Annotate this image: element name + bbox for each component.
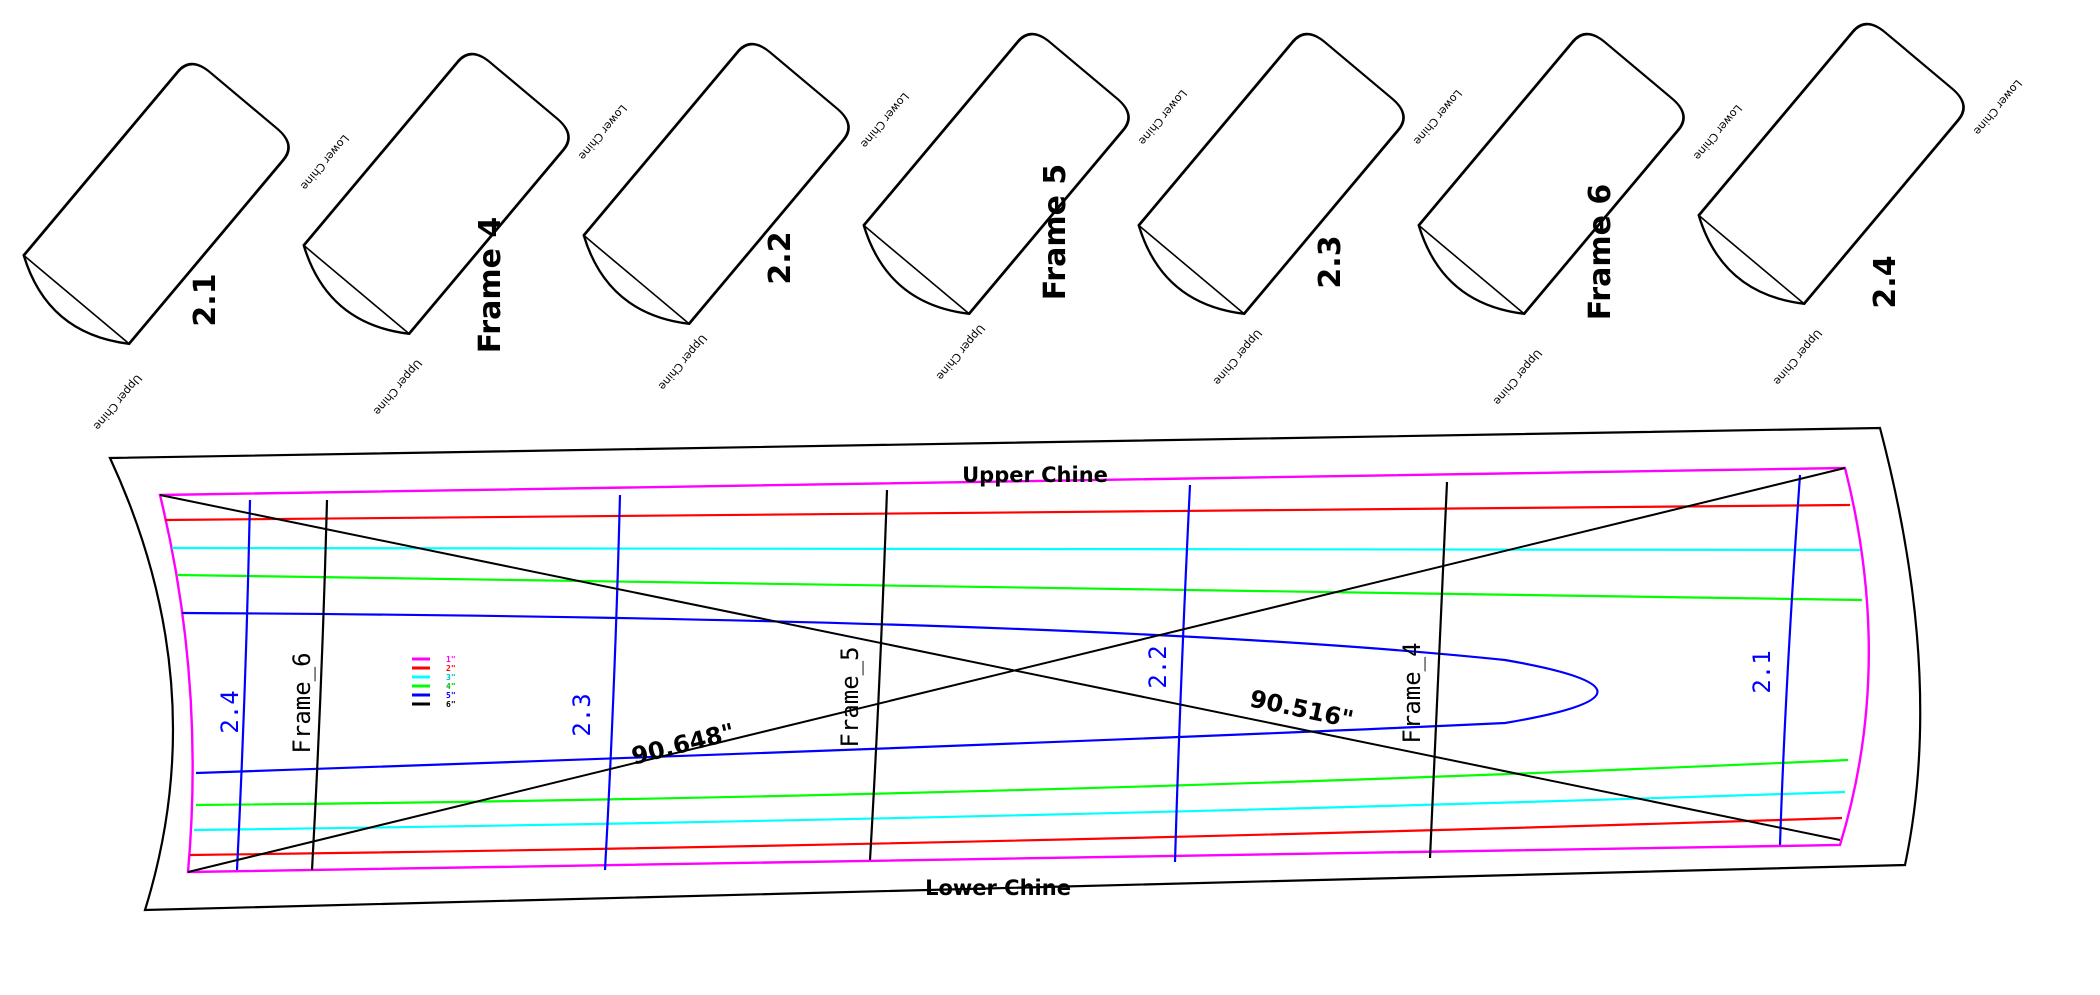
legend-label-2: 2" [446, 664, 456, 673]
upper-chine-label: Upper Chine [962, 463, 1108, 487]
frame-panel-7 [1683, 14, 1973, 323]
main-panel-inner-magenta [158, 466, 1870, 874]
panel-7-lower-chine: Lower Chine [1971, 77, 2025, 138]
legend-label-1: 1" [446, 655, 456, 664]
legend-label-6: 6" [446, 700, 456, 709]
panel-5-upper-chine: Upper Chine [1211, 327, 1265, 388]
panel-2-label: Frame 4 [473, 217, 508, 354]
station-label-2-1: 2.1 [1748, 650, 1776, 693]
panel-4-label: Frame 5 [1038, 164, 1073, 301]
panel-1-label: 2.1 [188, 273, 223, 326]
panel-6-lower-chine: Lower Chine [1691, 102, 1745, 163]
frame-panel-6 [1403, 24, 1693, 333]
panel-6-upper-chine: Upper Chine [1491, 347, 1545, 408]
offset-lines [164, 503, 1863, 857]
offset-legend: 1" 2" 3" 4" 5" 6" [412, 655, 456, 709]
legend-label-3: 3" [446, 673, 456, 682]
legend-label-5: 5" [446, 691, 456, 700]
lower-chine-label: Lower Chine [925, 876, 1071, 900]
frame-panel-4 [848, 24, 1138, 333]
panel-3-upper-chine: Upper Chine [656, 332, 710, 393]
station-label-2-4: 2.4 [216, 690, 244, 733]
station-label-frame-5: Frame_5 [836, 646, 864, 747]
panel-3-label: 2.2 [763, 231, 798, 284]
station-label-2-2: 2.2 [1144, 645, 1172, 688]
panel-2-upper-chine: Upper Chine [371, 357, 425, 418]
panel-1-lower-chine: Lower Chine [298, 132, 352, 193]
panel-6-label: Frame 6 [1583, 184, 1618, 321]
panel-5-lower-chine: Lower Chine [1411, 87, 1465, 148]
panel-4-lower-chine: Lower Chine [1136, 87, 1190, 148]
panel-1-upper-chine: Upper Chine [91, 372, 145, 433]
station-lines [235, 474, 1802, 871]
panel-3-lower-chine: Lower Chine [858, 90, 912, 151]
diagonal-a-measure: 90.648" [629, 718, 738, 771]
panel-7-upper-chine: Upper Chine [1771, 327, 1825, 388]
panel-2-lower-chine: Lower Chine [576, 102, 630, 163]
frame-panel-5 [1123, 24, 1413, 333]
frame-panel-1 [8, 54, 298, 363]
station-label-frame-6: Frame_6 [288, 652, 316, 753]
panel-7-label: 2.4 [1868, 255, 1903, 308]
legend-label-4: 4" [446, 682, 456, 691]
frame-panel-3 [568, 34, 858, 343]
diagonal-line-b [159, 494, 1841, 841]
station-label-2-3: 2.3 [568, 693, 596, 736]
station-label-frame-4: Frame_4 [1398, 642, 1426, 743]
panel-5-label: 2.3 [1313, 235, 1348, 288]
panel-4-upper-chine: Upper Chine [934, 322, 988, 383]
main-panel-outline [108, 426, 1922, 912]
diagonal-b-measure: 90.516" [1247, 685, 1356, 734]
frame-panel-2 [288, 44, 578, 353]
